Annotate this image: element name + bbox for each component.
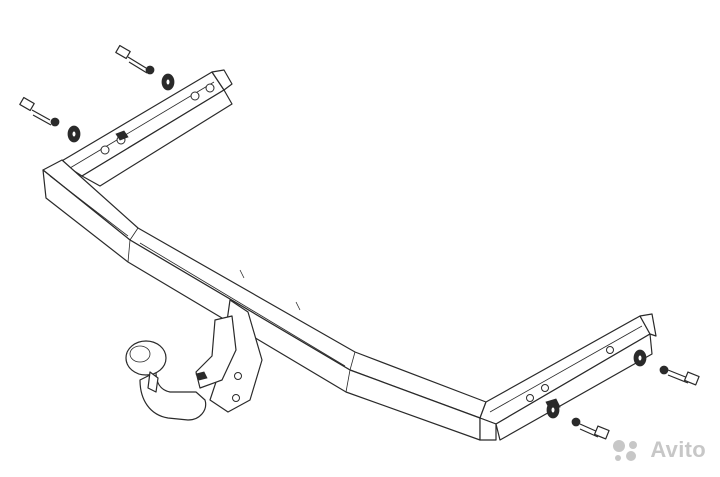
bolt-top-2 xyxy=(19,96,81,143)
left-mounting-bracket xyxy=(59,69,233,187)
tow-bar-crossbeam xyxy=(42,159,487,441)
bolts-with-washers xyxy=(19,44,700,440)
avito-logo-icon xyxy=(613,440,638,461)
watermark: Avito xyxy=(610,435,706,465)
bolt-top-1 xyxy=(115,44,175,91)
bolt-bottom-2 xyxy=(546,401,610,440)
tow-ball xyxy=(125,340,167,376)
bolt-bottom-1 xyxy=(633,349,700,386)
tow-ball-assembly xyxy=(125,269,301,421)
right-mounting-bracket xyxy=(479,313,657,441)
watermark-text: Avito xyxy=(650,437,706,462)
